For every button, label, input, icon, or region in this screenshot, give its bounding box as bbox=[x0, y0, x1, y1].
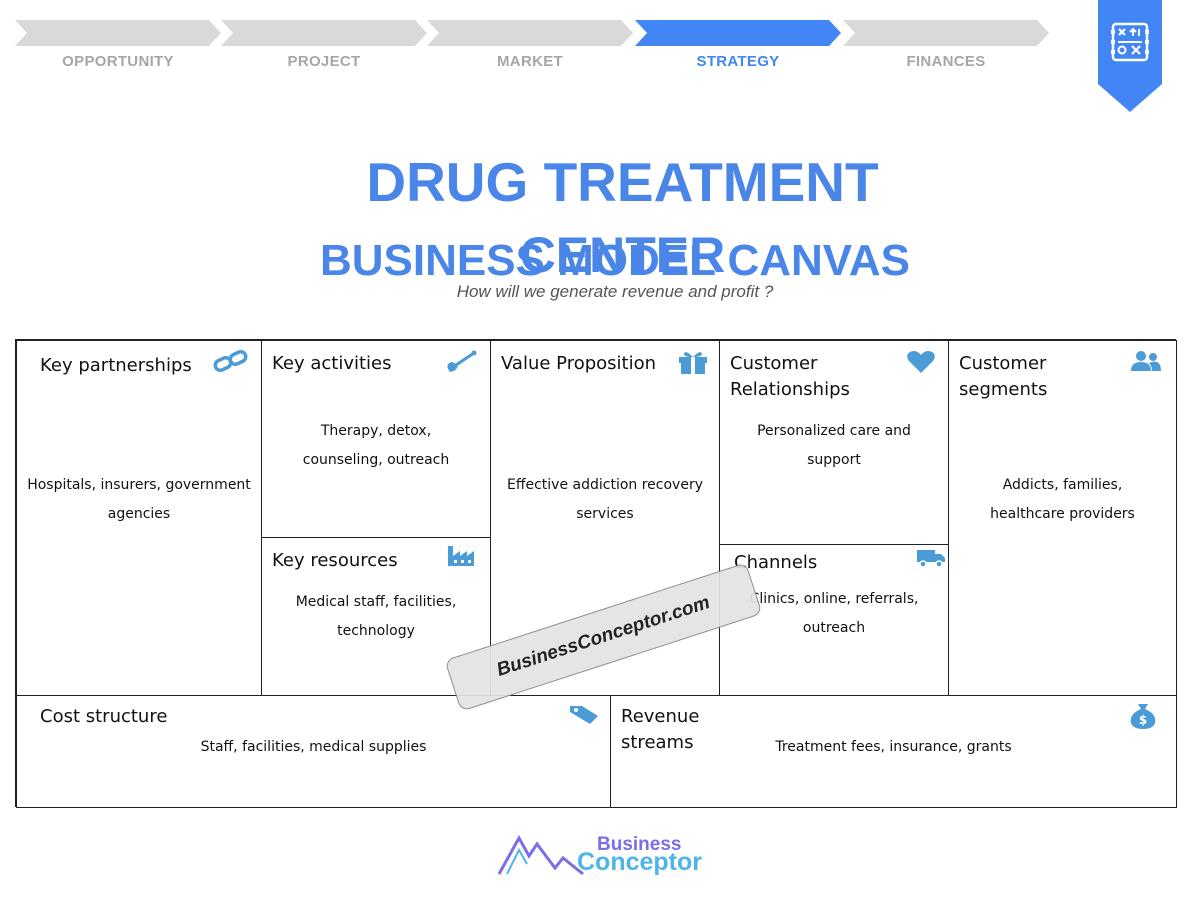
step-label: STRATEGY bbox=[696, 53, 780, 70]
step-arrow bbox=[635, 20, 841, 46]
block-heading: Revenue streams bbox=[621, 706, 700, 753]
page-title-overflow: CENTER bbox=[519, 227, 726, 283]
customer-relationships-block[interactable]: Customer Relationships Personalized care… bbox=[719, 340, 949, 545]
business-conceptor-logo[interactable]: Business Conceptor bbox=[497, 828, 707, 880]
block-text: Medical staff, facilities, technology bbox=[295, 594, 457, 639]
block-text: Clinics, online, referrals, outreach bbox=[749, 591, 919, 636]
progress-stepper: OPPORTUNITY PROJECT MARKET STRATEGY FINA… bbox=[15, 20, 1055, 80]
logo-text-line1: Business bbox=[597, 834, 682, 855]
block-text: Effective addiction recovery services bbox=[507, 477, 703, 522]
channels-block[interactable]: Channels Clinics, online, referrals, out… bbox=[719, 544, 949, 696]
step-arrow bbox=[15, 20, 221, 46]
block-text: Hospitals, insurers, government agencies bbox=[27, 477, 251, 522]
step-arrow bbox=[427, 20, 633, 46]
shovel-icon bbox=[447, 350, 477, 372]
tag-icon bbox=[570, 706, 598, 724]
customer-segments-block[interactable]: Customer segments Addicts, families, hea… bbox=[948, 340, 1177, 696]
logo-text-line2: Conceptor bbox=[577, 848, 702, 876]
block-heading: Key resources bbox=[272, 550, 398, 571]
truck-icon bbox=[917, 550, 945, 568]
block-text: Staff, facilities, medical supplies bbox=[200, 739, 427, 755]
block-heading: Cost structure bbox=[40, 706, 168, 727]
block-text: Treatment fees, insurance, grants bbox=[775, 739, 1012, 755]
block-heading: Customer Relationships bbox=[730, 353, 850, 400]
page-subtitle: How will we generate revenue and profit … bbox=[456, 282, 774, 301]
step-opportunity[interactable]: OPPORTUNITY bbox=[15, 20, 223, 70]
svg-text:$: $ bbox=[1139, 713, 1147, 727]
block-heading: Channels bbox=[734, 552, 818, 573]
key-partnerships-block[interactable]: Key partnerships Hospitals, insurers, go… bbox=[16, 340, 262, 696]
page-title-line2: BUSINESS MODEL CANVAS bbox=[319, 236, 910, 285]
page-title: DRUG TREATMENT bbox=[366, 151, 879, 213]
strategy-ribbon[interactable] bbox=[1098, 0, 1162, 112]
factory-icon bbox=[448, 546, 474, 566]
step-finances[interactable]: FINANCES bbox=[843, 20, 1051, 70]
link-icon bbox=[213, 349, 248, 373]
step-market[interactable]: MARKET bbox=[427, 20, 635, 70]
step-label: MARKET bbox=[497, 53, 563, 70]
users-icon bbox=[1131, 351, 1161, 371]
block-heading: Value Proposition bbox=[501, 353, 657, 374]
block-heading: Key activities bbox=[272, 353, 392, 374]
step-project[interactable]: PROJECT bbox=[221, 20, 429, 70]
step-label: OPPORTUNITY bbox=[62, 53, 174, 70]
revenue-streams-block[interactable]: Revenue streams $ Treatment fees, insura… bbox=[610, 695, 1177, 808]
business-model-canvas: Key partnerships Hospitals, insurers, go… bbox=[15, 339, 1177, 808]
block-text: Addicts, families, healthcare providers bbox=[990, 477, 1135, 522]
gift-icon bbox=[679, 352, 707, 374]
step-arrow bbox=[843, 20, 1049, 46]
strategy-board-icon bbox=[1111, 22, 1149, 62]
block-text: Therapy, detox, counseling, outreach bbox=[302, 423, 450, 468]
mountain-logo-icon bbox=[497, 834, 584, 876]
block-text: Personalized care and support bbox=[757, 423, 911, 468]
step-label: FINANCES bbox=[906, 53, 986, 70]
block-heading: Customer segments bbox=[959, 353, 1048, 400]
step-label: PROJECT bbox=[287, 53, 361, 70]
block-heading: Key partnerships bbox=[40, 355, 192, 376]
key-activities-block[interactable]: Key activities Therapy, detox, counselin… bbox=[261, 340, 491, 538]
step-strategy[interactable]: STRATEGY bbox=[635, 20, 843, 70]
step-arrow bbox=[221, 20, 427, 46]
money-bag-icon: $ bbox=[1130, 704, 1156, 729]
cost-structure-block[interactable]: Cost structure Staff, facilities, medica… bbox=[16, 695, 611, 808]
heart-icon bbox=[907, 351, 935, 373]
